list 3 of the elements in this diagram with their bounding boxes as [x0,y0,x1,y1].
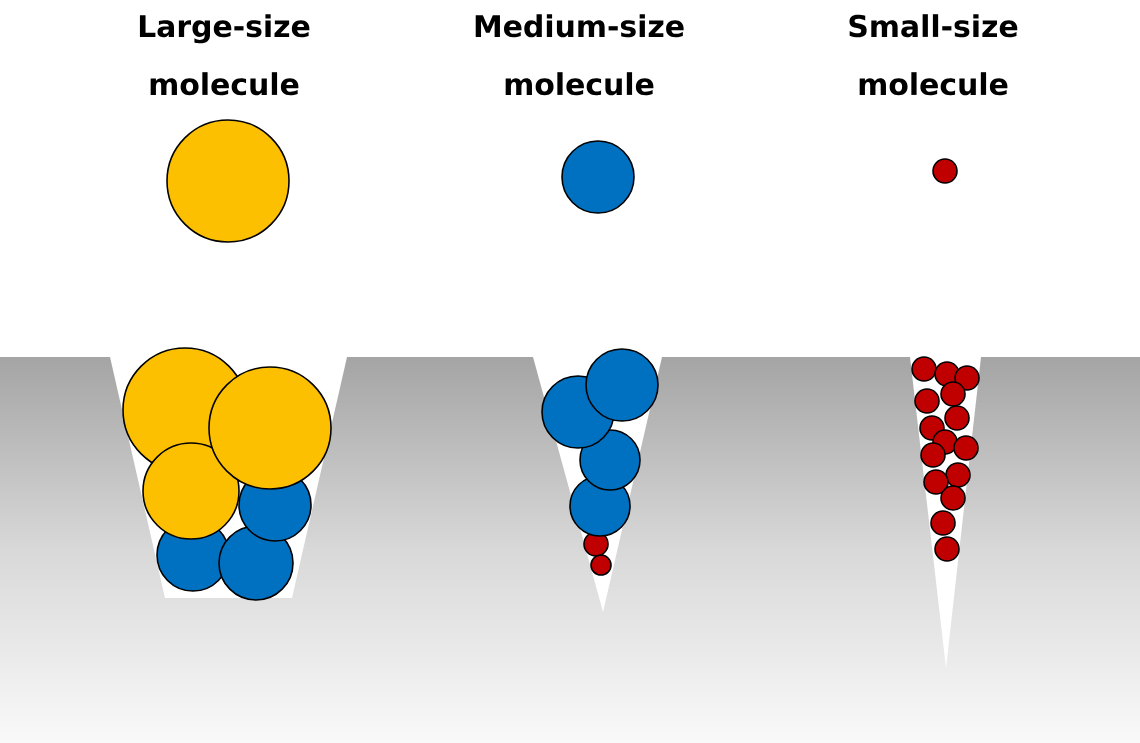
heading: Large-size molecule [139,14,310,96]
heading: Medium-size molecule [475,14,684,96]
heading: Small-size molecule [849,14,1018,96]
